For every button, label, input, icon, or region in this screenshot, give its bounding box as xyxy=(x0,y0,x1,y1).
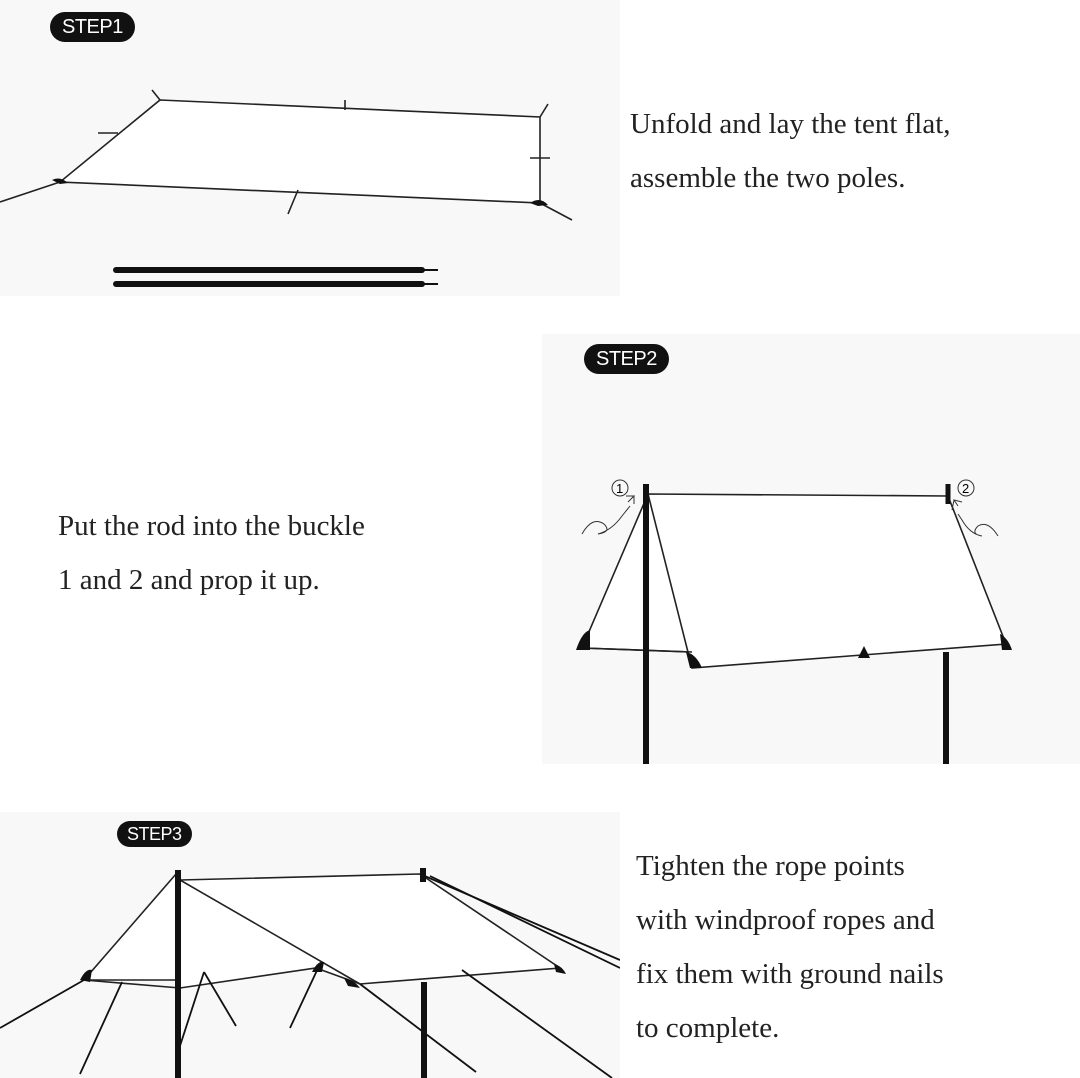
tent-sheet xyxy=(179,873,563,989)
step2-badge: STEP2 xyxy=(584,344,669,374)
step3-caption-line: to complete. xyxy=(636,1012,780,1044)
step2-caption: Put the rod into the buckle 1 and 2 and … xyxy=(58,499,365,607)
tent-sheet xyxy=(57,99,541,204)
buckle-marker-1 xyxy=(611,479,629,497)
step3-caption-line: fix them with ground nails xyxy=(636,958,944,990)
step2-caption-line: Put the rod into the buckle xyxy=(58,510,365,542)
step1-caption-line: Unfold and lay the tent flat, xyxy=(630,108,951,140)
step3-caption-line: with windproof ropes and xyxy=(636,904,935,936)
buckle-label-2: 2 xyxy=(962,481,969,496)
step1-badge: STEP1 xyxy=(50,12,135,42)
step1-panel: STEP1 xyxy=(0,0,620,296)
step3-illustration xyxy=(0,868,620,1078)
step2-panel: 1 2 STEP2 xyxy=(542,334,1080,764)
step1-caption-line: assemble the two poles. xyxy=(630,162,906,194)
tent-sheet xyxy=(646,493,1008,669)
step3-panel: STEP3 xyxy=(0,812,620,1078)
step1-caption: Unfold and lay the tent flat, assemble t… xyxy=(630,97,951,205)
buckle-marker-2 xyxy=(957,479,975,497)
buckle-label-1: 1 xyxy=(616,481,623,496)
step3-badge: STEP3 xyxy=(117,821,192,847)
step1-illustration xyxy=(0,89,573,287)
step3-caption: Tighten the rope points with windproof r… xyxy=(636,839,944,1055)
step2-caption-line: 1 and 2 and prop it up. xyxy=(58,564,320,596)
step2-illustration: 1 2 xyxy=(576,479,1012,764)
step3-caption-line: Tighten the rope points xyxy=(636,850,905,882)
poles xyxy=(113,267,425,287)
